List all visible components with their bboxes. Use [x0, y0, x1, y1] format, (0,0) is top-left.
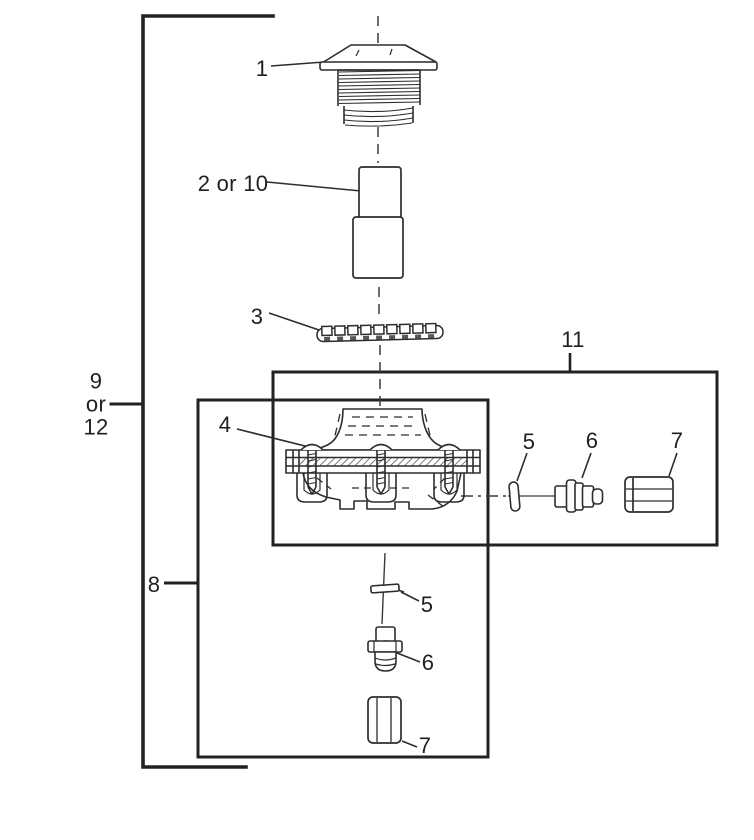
part-2-or-10-spacer — [352, 166, 404, 279]
callout-group-8: 8 — [147, 572, 161, 597]
callout-part-2-or-10: 2 or 10 — [197, 171, 269, 196]
callout-9-line: 9 — [89, 368, 103, 394]
callout-part-3: 3 — [250, 304, 264, 329]
group-box-11 — [271, 353, 719, 547]
leader-lines — [236, 61, 678, 748]
part-3-toothed-washer — [316, 322, 444, 343]
flange-bolt-left — [296, 443, 328, 503]
callout-part-1: 1 — [255, 56, 269, 81]
part-7-sleeve-lower — [367, 696, 402, 744]
part-6-fitting-right — [554, 479, 604, 513]
part-5-pin-right — [508, 481, 521, 512]
callout-part-4: 4 — [218, 412, 232, 437]
part-5-pin-lower — [370, 583, 405, 594]
bracket-9-or-12 — [109, 14, 275, 769]
callout-12-line: 12 — [83, 414, 109, 440]
part-1-threaded-plug — [319, 44, 438, 127]
callout-group-9-or-12: 9 or 12 — [83, 370, 108, 439]
flange-bolt-right — [433, 443, 465, 503]
assembly-centerline — [377, 16, 556, 625]
part-6-fitting-lower — [367, 626, 403, 672]
group-box-8 — [164, 398, 490, 759]
callout-part-6-right: 6 — [585, 428, 599, 453]
flange-bolt-center — [365, 443, 397, 503]
callout-part-7-lower: 7 — [418, 733, 432, 758]
callout-group-11: 11 — [561, 327, 585, 352]
callout-part-5-lower: 5 — [420, 592, 434, 617]
part-4-housing-assembly — [285, 408, 481, 510]
callout-or-line: or — [85, 391, 107, 417]
callout-part-6-lower: 6 — [421, 650, 435, 675]
callout-part-7-right: 7 — [670, 428, 684, 453]
callout-part-5-right: 5 — [522, 429, 536, 454]
part-7-sleeve-right — [624, 476, 674, 513]
